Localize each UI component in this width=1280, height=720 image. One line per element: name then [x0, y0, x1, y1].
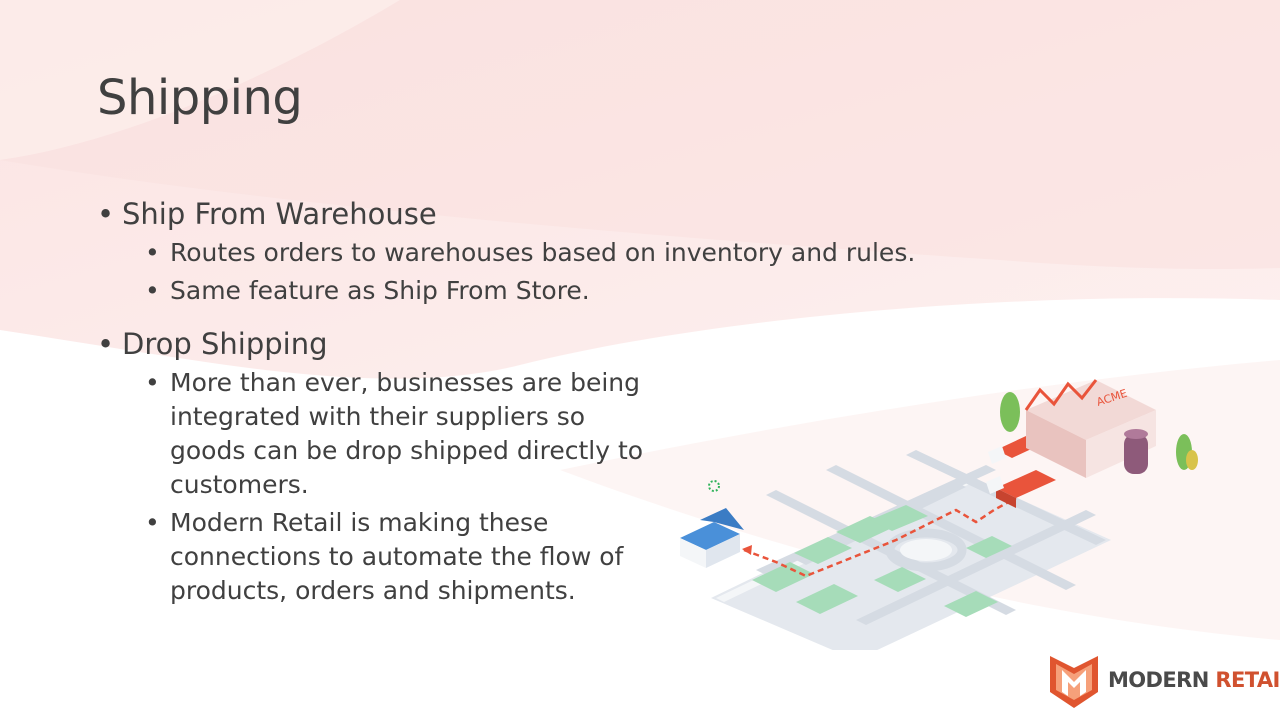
sub-bullet-text: Same feature as Ship From Store. — [170, 276, 590, 305]
shipping-illustration: ACME — [680, 379, 1198, 650]
bullet-dot: • — [97, 197, 115, 231]
sub-bullet: • More than ever, businesses are being i… — [145, 366, 650, 502]
bullet-dot: • — [145, 238, 160, 267]
bullet-drop-shipping: • Drop Shipping — [97, 326, 997, 362]
logo-word-retail: RETAIL — [1215, 668, 1280, 692]
bullet-dot: • — [145, 276, 160, 305]
bullet-ship-from-warehouse: • Ship From Warehouse — [97, 196, 997, 232]
sub-bullet-text: More than ever, businesses are being int… — [170, 368, 644, 499]
section-heading: Ship From Warehouse — [122, 197, 437, 231]
bullet-dot: • — [97, 327, 115, 361]
sub-bullet-text: Routes orders to warehouses based on inv… — [170, 238, 916, 267]
bullet-list: • Ship From Warehouse • Routes orders to… — [97, 196, 997, 608]
delivery-route — [742, 496, 1017, 578]
logo-word-modern: MODERN — [1108, 668, 1209, 692]
slide-title: Shipping — [97, 70, 303, 126]
bullet-dot: • — [145, 508, 160, 537]
logo-wordmark: MODERN RETAIL — [1108, 668, 1280, 692]
sub-bullet: • Same feature as Ship From Store. — [145, 274, 997, 308]
logo-m-icon — [1050, 656, 1098, 708]
modern-retail-logo: MODERN RETAIL — [1048, 652, 1280, 714]
section-heading: Drop Shipping — [122, 327, 328, 361]
bullet-dot: • — [145, 368, 160, 397]
plant-icon — [1000, 392, 1198, 470]
sub-bullet: • Modern Retail is making these connecti… — [145, 506, 650, 608]
trucks-icon — [986, 436, 1056, 508]
city-blocks — [752, 505, 1012, 617]
sub-bullet: • Routes orders to warehouses based on i… — [145, 236, 997, 270]
house-icon — [680, 480, 744, 568]
warehouse-icon: ACME — [1024, 379, 1156, 478]
sub-bullet-text: Modern Retail is making these connection… — [170, 508, 624, 605]
